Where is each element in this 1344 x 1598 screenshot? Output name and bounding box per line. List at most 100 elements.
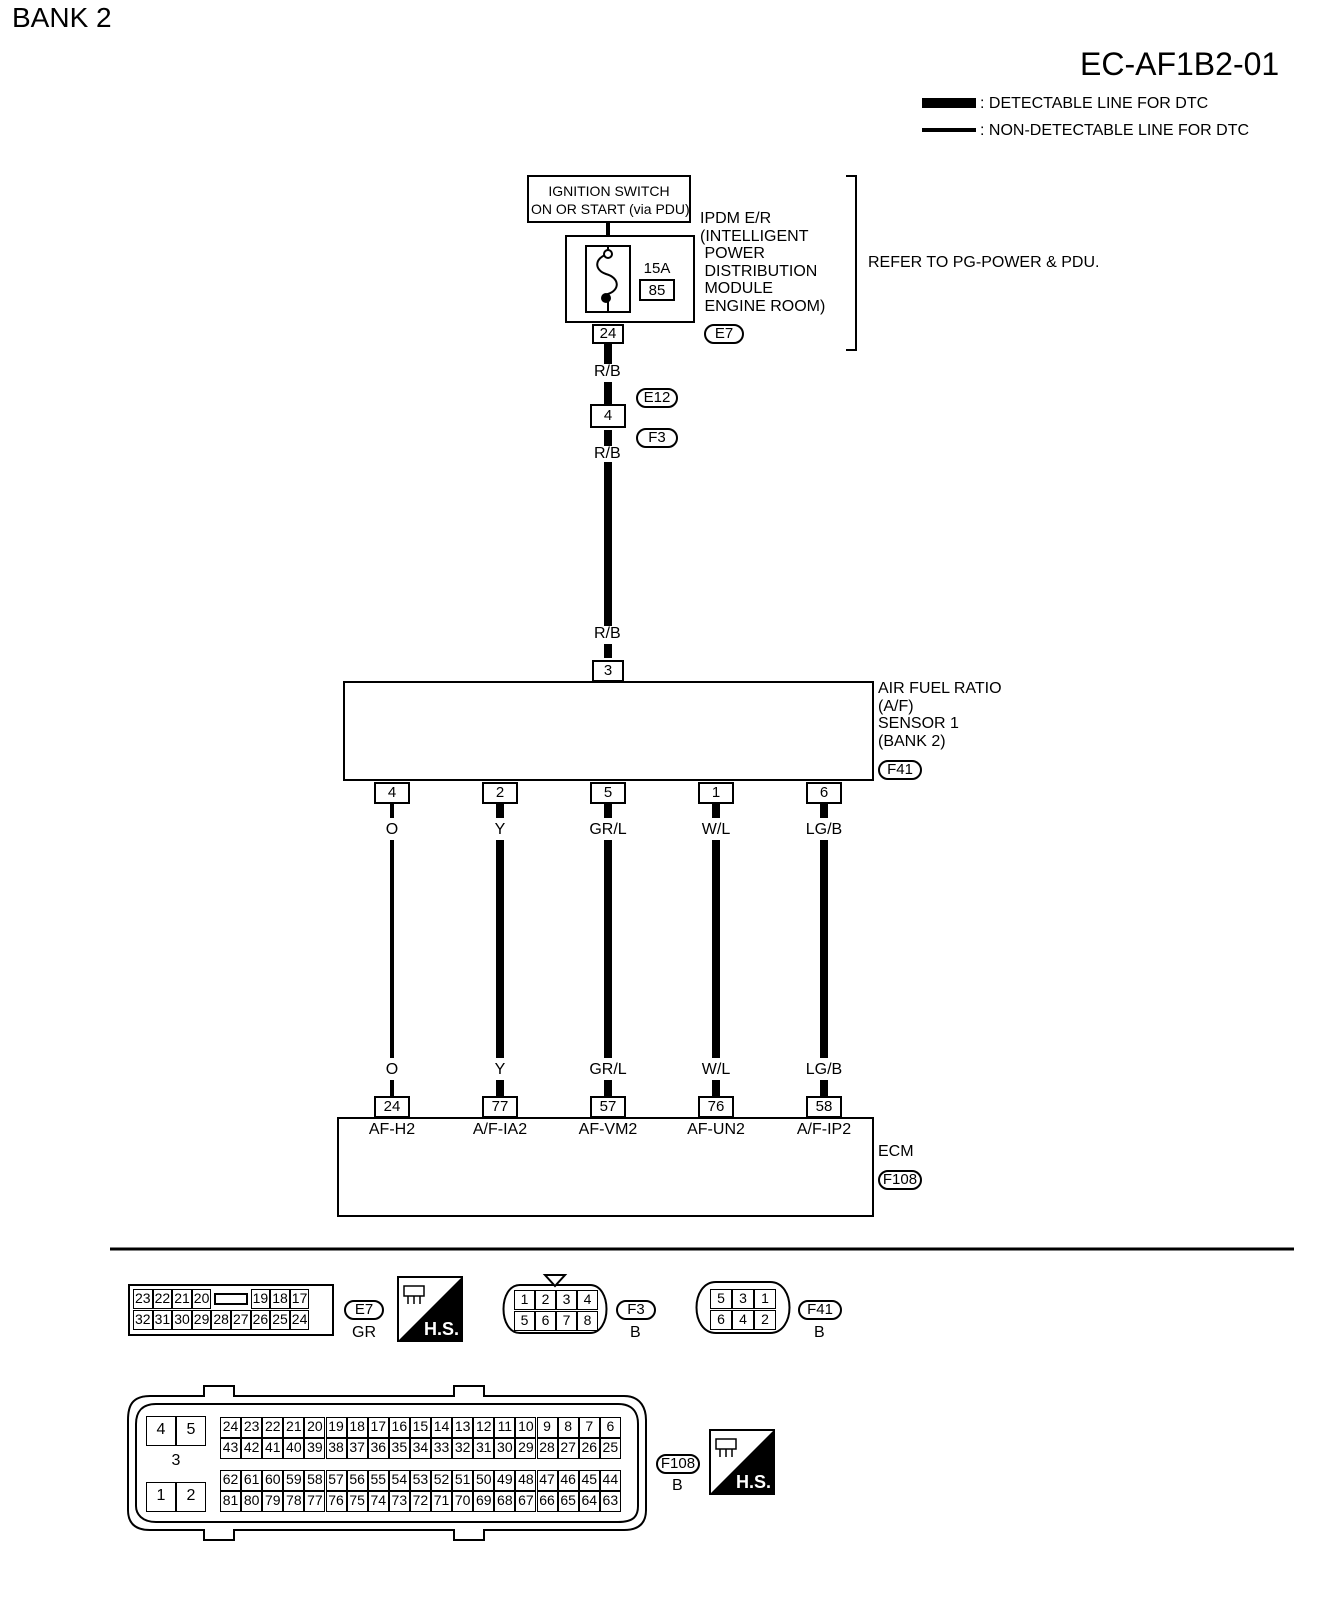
f108-pin-13: 13 [452,1417,474,1438]
joint-pin: 4 [590,404,626,428]
wire-color-rb-1: R/B [594,363,621,380]
e7-pin-22: 22 [152,1289,173,1309]
ignition-switch-box [527,175,691,223]
f108-pin-44: 44 [599,1470,621,1491]
wire-color-top-4: LG/B [805,821,843,838]
f41-pin-1: 1 [754,1289,776,1309]
f108-pin-54: 54 [388,1470,410,1491]
fuse-terminal-bottom [601,293,611,303]
f108-pin-25: 25 [599,1438,621,1459]
view-tag-f41: F41 [798,1300,842,1320]
f108-pin-76: 76 [325,1491,347,1512]
view-color-e7: GR [352,1324,376,1341]
f108-pin-66: 66 [536,1491,558,1512]
e7-pin-24: 24 [289,1310,310,1330]
f108-pin-78: 78 [283,1491,305,1512]
legend-non-detectable-text: : NON-DETECTABLE LINE FOR DTC [980,122,1250,139]
f108-pin-33: 33 [431,1438,453,1459]
ecm-label: ECM [878,1143,914,1160]
ecm-pin-58: 58 [806,1096,842,1118]
f3-key [542,1274,568,1288]
f108-pin-4: 4 [146,1416,176,1446]
e7-pin-25: 25 [270,1310,290,1330]
f108-pin-42: 42 [241,1438,263,1459]
f108-pin-9: 9 [536,1417,558,1438]
hs-pictogram-icon [403,1285,737,1457]
f108-pin-81: 81 [220,1491,242,1512]
wire-color-rb-3: R/B [594,625,621,642]
f108-pin-80: 80 [241,1491,263,1512]
fuse-symbol [596,246,618,312]
f108-pin-28: 28 [536,1438,558,1459]
f108-pin-23: 23 [241,1417,263,1438]
f108-pin-16: 16 [388,1417,410,1438]
view-tag-e7: E7 [344,1300,384,1320]
f108-pin-24: 24 [220,1417,242,1438]
e7-pin-17: 17 [289,1289,310,1309]
f108-pin-64: 64 [578,1491,600,1512]
f108-pin-3: 3 [161,1448,191,1478]
f108-pin-6: 6 [599,1417,621,1438]
f108-pin-63: 63 [599,1491,621,1512]
fuse-number: 85 [648,282,666,299]
f108-pin-30: 30 [494,1438,516,1459]
f41-pin-6: 6 [710,1310,732,1330]
e7-pin-32: 32 [133,1310,153,1330]
f3-pin-8: 8 [577,1311,598,1331]
ipdm-pin: 24 [592,324,624,344]
connector-tag-e12: E12 [636,388,678,408]
f108-pin-39: 39 [304,1438,326,1459]
f108-pin-5: 5 [176,1416,206,1446]
connector-tag-f41: F41 [878,760,922,780]
wire-color-bottom-0: O [385,1061,399,1078]
f108-pin-37: 37 [346,1438,368,1459]
f108-pin-51: 51 [452,1470,474,1491]
f108-pin-21: 21 [283,1417,305,1438]
sensor-pin-2: 2 [482,782,518,804]
f108-pin-14: 14 [431,1417,453,1438]
f108-pin-56: 56 [346,1470,368,1491]
refer-bracket [846,175,857,351]
sensor-pin-1: 1 [698,782,734,804]
f108-pin-73: 73 [388,1491,410,1512]
sensor-pin-6: 6 [806,782,842,804]
f108-pin-50: 50 [473,1470,495,1491]
f108-pin-12: 12 [473,1417,495,1438]
legend-thick-line [922,98,976,108]
f108-pin-31: 31 [473,1438,495,1459]
view-color-f3: B [630,1324,641,1341]
wire-color-rb-2: R/B [594,445,621,462]
f108-pin-74: 74 [367,1491,389,1512]
f108-pin-34: 34 [409,1438,431,1459]
f108-pin-7: 7 [578,1417,600,1438]
f108-pin-2: 2 [176,1482,206,1512]
ecm-terminal-3: AF-UN2 [687,1121,745,1138]
f108-hs-text: H.S. [736,1472,772,1492]
f108-pin-68: 68 [494,1491,516,1512]
f108-pin-27: 27 [557,1438,579,1459]
sensor-pin-5: 5 [590,782,626,804]
f3-pin-7: 7 [556,1311,577,1331]
fuse-terminal-top [603,249,613,259]
e7-pin-18: 18 [270,1289,290,1309]
wire-color-top-3: W/L [701,821,731,838]
f108-pin-62: 62 [220,1470,242,1491]
f108-pin-35: 35 [388,1438,410,1459]
f108-pin-46: 46 [557,1470,579,1491]
sensor-pin-4: 4 [374,782,410,804]
f108-pin-53: 53 [409,1470,431,1491]
wire-color-bottom-1: Y [494,1061,506,1078]
ecm-pin-57: 57 [590,1096,626,1118]
wire-color-top-1: Y [494,821,506,838]
f108-pin-32: 32 [452,1438,474,1459]
legend-thin-line [922,128,976,132]
fuse-rating: 15A [643,260,671,277]
e7-hs-text: H.S. [424,1319,460,1339]
fuse-number-box [639,279,675,301]
ignition-switch-label: IGNITION SWITCH ON OR START (via PDU) [531,183,690,217]
f108-pin-67: 67 [515,1491,537,1512]
f108-pin-71: 71 [431,1491,453,1512]
f3-pin-4: 4 [577,1290,598,1310]
